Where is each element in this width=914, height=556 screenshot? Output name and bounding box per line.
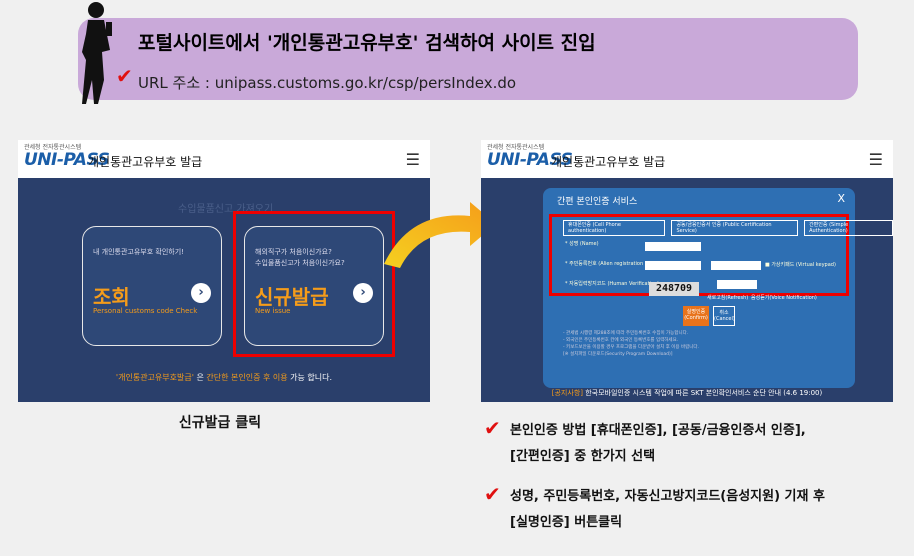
lookup-card-en: Personal customs code Check: [93, 307, 198, 315]
note-2: - 외국인은 주민등록번호 칸에 외국인 등록번호를 입력하세요.: [563, 338, 679, 343]
instruction-1: 본인인증 방법 [휴대폰인증], [공동/금융인증서 인증], [간편인증] 중…: [510, 418, 806, 470]
instruction-1-line2: [간편인증] 중 한가지 선택: [510, 449, 656, 464]
close-icon[interactable]: X: [837, 192, 845, 205]
captcha-image: 248709: [649, 282, 699, 296]
new-issue-sub1: 해외직구가 처음이신가요?: [255, 248, 332, 256]
lookup-card-subtitle: 내 개인통관고유부호 확인하기!: [93, 248, 184, 256]
check-icon: ✔: [116, 64, 133, 88]
left-caption: 신규발급 클릭: [178, 415, 262, 431]
captcha-voice-button[interactable]: 음성듣기(Voice Notification): [751, 295, 817, 301]
new-issue-sub2: 수입물품신고가 처음이신가요?: [255, 259, 345, 267]
cancel-button[interactable]: 취소 (Cancel): [713, 306, 735, 326]
confirm-button[interactable]: 실명인증 (Confirm): [683, 306, 709, 326]
auth-method-options: 휴대폰인증 (Cell Phone authentication) 공동/금융인…: [563, 220, 893, 236]
virtual-keypad-toggle[interactable]: ■ 가상키패드 (Virtual keypad): [765, 262, 836, 268]
notice-tag: [공지사항]: [551, 389, 583, 397]
instruction-2-line2: [실명인증] 버튼클릭: [510, 515, 623, 530]
check-icon: ✔: [484, 482, 501, 506]
option-certificate-auth[interactable]: 공동/금융인증서 인증 (Public Certification Servic…: [671, 220, 799, 236]
instruction-2: 성명, 주민등록번호, 자동신고방지코드(음성지원) 기재 후 [실명인증] 버…: [510, 484, 825, 536]
banner-url: URL 주소 : unipass.customs.go.kr/csp/persI…: [138, 74, 517, 92]
logo-caption: 관세청 전자통관시스템: [24, 144, 82, 151]
reg-number-label: * 주민등록번호 (Alien registration number): [565, 261, 667, 267]
instruction-1-line1: 본인인증 방법 [휴대폰인증], [공동/금융인증서 인증],: [510, 423, 806, 438]
lookup-card-title: 조회: [93, 285, 130, 309]
modal-notes: - 관세법 시행령 제288조에 따라 주민등록번호 수집이 가능합니다. - …: [563, 330, 699, 358]
app-topbar: 관세청 전자통관시스템 UNI-PASS 개인통관고유부호 발급 ☰: [481, 140, 893, 178]
lookup-card[interactable]: 내 개인통관고유부호 확인하기! 조회 Personal customs cod…: [82, 226, 222, 346]
unipass-logo[interactable]: UNI-PASS: [487, 150, 573, 170]
option-simple-auth[interactable]: 간편인증 (Simple Authentication): [804, 220, 893, 236]
footer-highlight-2: 간단한 본인인증 후 이용: [206, 373, 288, 382]
background-text: 수입물품신고 가져오기: [178, 204, 274, 215]
app-topbar: 관세청 전자통관시스템 UNI-PASS 개인통관고유부호 발급 ☰: [18, 140, 430, 178]
unipass-main-screen: 관세청 전자통관시스템 UNI-PASS 개인통관고유부호 발급 ☰ 수입물품신…: [18, 140, 430, 402]
notice-text: 한국모바일인증 시스템 작업에 따른 SKT 본인확인서비스 순단 안내 (4.…: [585, 389, 823, 397]
check-icon: ✔: [484, 416, 501, 440]
logo-caption: 관세청 전자통관시스템: [487, 144, 545, 151]
banner-title: 포털사이트에서 '개인통관고유부호' 검색하여 사이트 진입: [138, 32, 596, 54]
captcha-input[interactable]: [717, 280, 757, 289]
captcha-refresh-button[interactable]: 새로고침(Refresh): [707, 295, 749, 301]
app-title: 개인통관고유부호 발급: [88, 155, 203, 169]
reg-number-front-input[interactable]: [645, 261, 701, 270]
new-issue-card-en: New issue: [255, 307, 291, 315]
footer-end: 가능 합니다.: [290, 373, 333, 382]
modal-title: 간편 본인인증 서비스: [557, 197, 638, 207]
left-footer-notice: '개인통관고유부호발급' 은 간단한 본인인증 후 이용 가능 합니다.: [18, 372, 430, 383]
option-phone-auth[interactable]: 휴대폰인증 (Cell Phone authentication): [563, 220, 666, 236]
new-issue-card[interactable]: 해외직구가 처음이신가요? 수입물품신고가 처음이신가요? 신규발급 New i…: [244, 226, 384, 346]
hamburger-icon[interactable]: ☰: [868, 150, 883, 169]
hamburger-icon[interactable]: ☰: [405, 150, 420, 169]
new-issue-card-subtitle: 해외직구가 처음이신가요? 수입물품신고가 처음이신가요?: [255, 247, 345, 269]
note-3: - 키보드보안을 이용할 경우 프로그램을 다운받아 설치 후 이용 바랍니다.: [563, 345, 699, 350]
highlight-box: [233, 211, 395, 357]
footer-highlight: '개인통관고유부호발급': [115, 373, 194, 382]
auth-modal: 간편 본인인증 서비스 X: [543, 188, 855, 388]
right-footer-notice[interactable]: [공지사항] 한국모바일인증 시스템 작업에 따른 SKT 본인확인서비스 순단…: [481, 388, 893, 398]
name-input[interactable]: [645, 242, 701, 251]
note-1: - 관세법 시행령 제288조에 따라 주민등록번호 수집이 가능합니다.: [563, 331, 689, 336]
reg-number-back-input[interactable]: [711, 261, 761, 270]
arrow-right-icon[interactable]: ›: [353, 283, 373, 303]
app-title: 개인통관고유부호 발급: [551, 155, 666, 169]
curved-arrow-icon: [384, 202, 496, 268]
highlight-box: [549, 214, 849, 296]
download-link[interactable]: [※ 설치파일 다운로드(Security Program Download)]: [563, 352, 673, 357]
new-issue-card-title: 신규발급: [255, 285, 329, 309]
person-silhouette-icon: [82, 2, 112, 104]
footer-mid: 은: [196, 373, 204, 382]
instruction-2-line1: 성명, 주민등록번호, 자동신고방지코드(음성지원) 기재 후: [510, 489, 825, 504]
header-banner: 포털사이트에서 '개인통관고유부호' 검색하여 사이트 진입 ✔ URL 주소 …: [78, 18, 858, 100]
arrow-right-icon[interactable]: ›: [191, 283, 211, 303]
captcha-label: * 자동입력방지코드 (Human Verification): [565, 281, 660, 287]
unipass-auth-screen: 관세청 전자통관시스템 UNI-PASS 개인통관고유부호 발급 ☰ 간편 본인…: [481, 140, 893, 402]
name-label: * 성명 (Name): [565, 241, 599, 247]
unipass-logo[interactable]: UNI-PASS: [24, 150, 110, 170]
